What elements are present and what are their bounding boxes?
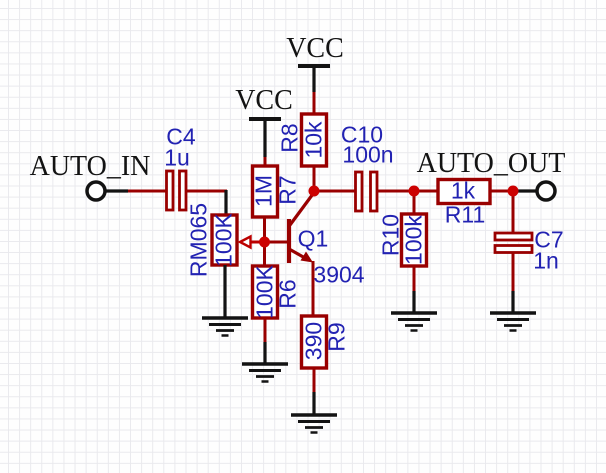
- port-label-auto-out[interactable]: AUTO_OUT: [416, 148, 566, 179]
- resistor-r6-body[interactable]: [250, 264, 280, 320]
- port-auto-in-symbol[interactable]: [85, 180, 128, 202]
- junction-dot-base-node: [259, 236, 270, 248]
- label-r6-designator[interactable]: R6: [274, 279, 301, 309]
- label-r7-value[interactable]: 1M: [250, 175, 277, 207]
- wiper-arrow-icon: [237, 234, 252, 250]
- label-r8-value[interactable]: 10k: [300, 121, 327, 159]
- label-r6-value[interactable]: 100K: [251, 265, 278, 319]
- label-r10-designator[interactable]: R10: [377, 213, 404, 257]
- label-r9-value[interactable]: 390: [300, 321, 327, 361]
- junction-dot-out-node: [507, 185, 519, 197]
- label-r7-designator[interactable]: R7: [274, 175, 301, 205]
- label-rm065-value[interactable]: 100K: [210, 213, 237, 267]
- label-c4-value[interactable]: 1u: [164, 144, 190, 171]
- junction-dot-collector-node: [308, 185, 320, 197]
- emitter-arrow-icon: [300, 251, 313, 263]
- label-c4-designator[interactable]: C4: [166, 123, 196, 150]
- port-label-auto-in[interactable]: AUTO_IN: [29, 151, 151, 182]
- transistor-q1-body[interactable]: [286, 191, 316, 264]
- resistor-r10-body[interactable]: [399, 212, 429, 268]
- ground-symbol-r6[interactable]: [242, 362, 288, 383]
- capacitor-c4-body[interactable]: [165, 169, 188, 212]
- power-label-vcc-right[interactable]: VCC: [286, 33, 344, 64]
- label-c10-designator[interactable]: C10: [340, 121, 384, 148]
- resistor-r7-body[interactable]: [250, 164, 280, 219]
- label-c7-value[interactable]: 1n: [533, 247, 559, 274]
- ground-symbol-r10[interactable]: [391, 311, 437, 332]
- junction-dot-r10-node: [408, 185, 420, 197]
- capacitor-c10-body[interactable]: [354, 170, 379, 213]
- power-vcc-left-symbol[interactable]: [249, 117, 281, 157]
- potentiometer-rm065-body[interactable]: [210, 190, 264, 318]
- ground-symbol-c7[interactable]: [490, 311, 536, 332]
- label-r10-value[interactable]: 100k: [400, 215, 427, 265]
- ground-symbol-r9[interactable]: [291, 413, 337, 434]
- power-label-vcc-left[interactable]: VCC: [235, 85, 293, 116]
- label-r11-designator[interactable]: R11: [444, 201, 486, 228]
- resistor-r9-body[interactable]: [299, 314, 329, 370]
- capacitor-c7-body[interactable]: [493, 231, 534, 254]
- port-auto-out-symbol[interactable]: [513, 180, 557, 202]
- label-c7-designator[interactable]: C7: [534, 226, 564, 253]
- label-r11-value[interactable]: 1k: [450, 177, 476, 204]
- label-rm065-designator[interactable]: RM065: [185, 202, 212, 278]
- power-vcc-right-symbol[interactable]: [298, 64, 330, 92]
- label-r8-designator[interactable]: R8: [276, 123, 303, 153]
- ground-symbol-pot[interactable]: [202, 316, 248, 337]
- label-q1-value[interactable]: 3904: [313, 261, 365, 288]
- label-r9-designator[interactable]: R9: [323, 322, 350, 352]
- label-c10-value[interactable]: 100n: [342, 141, 394, 168]
- label-q1-designator[interactable]: Q1: [297, 225, 329, 252]
